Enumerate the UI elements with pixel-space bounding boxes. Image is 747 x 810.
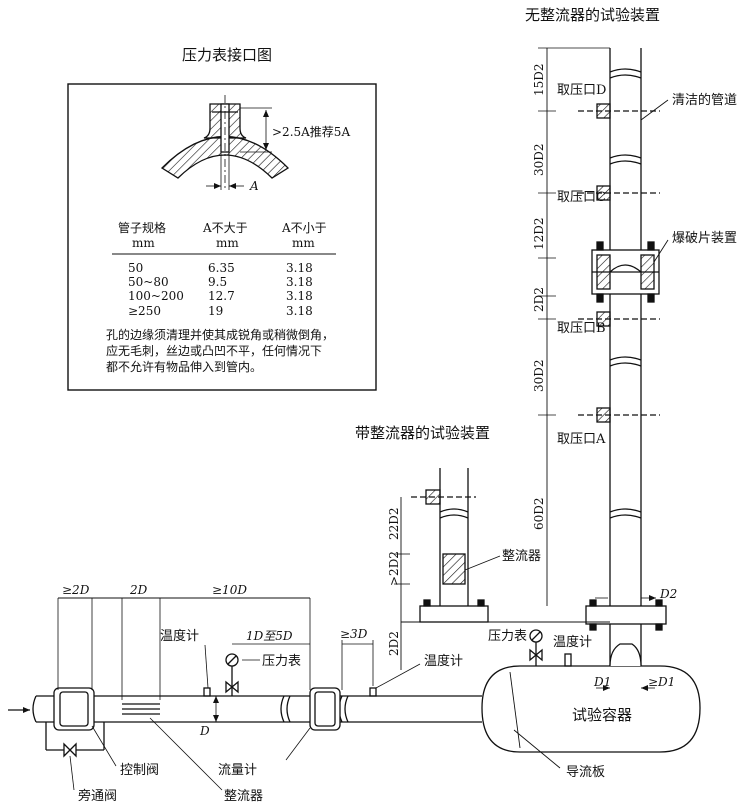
detail-note-line-2: 应无毛刺，丝边或凸凹不平，任何情况下 xyxy=(106,343,322,358)
dim-ge-d1: ≥D1 xyxy=(648,675,675,689)
label-thermometer-pipe: 温度计 xyxy=(160,628,199,644)
table-cell: 6.35 xyxy=(208,261,235,275)
title-with-straightener: 带整流器的试验装置 xyxy=(355,424,490,442)
horizontal-supply-pipe xyxy=(8,653,482,758)
label-bypass-valve: 旁通阀 xyxy=(78,788,117,804)
table-cell: 3.18 xyxy=(286,304,313,318)
dim-2d: 2D xyxy=(129,583,148,597)
label-thermometer-pipe-2: 温度计 xyxy=(424,653,463,669)
table-unit-0: mm xyxy=(132,236,155,250)
dim-d1: D1 xyxy=(593,675,611,689)
dim-d2: D2 xyxy=(659,587,677,601)
label-thermometer-vessel: 温度计 xyxy=(553,634,592,650)
table-header-2: A不小于 xyxy=(281,221,327,235)
detail-note-line-3: 都不允许有物品伸入到管内。 xyxy=(106,359,262,374)
detail-a-label: A xyxy=(249,179,259,193)
label-rupture-disc: 爆破片装置 xyxy=(672,231,737,246)
dim-d: D xyxy=(199,724,210,738)
table-unit-1: mm xyxy=(216,236,239,250)
label-test-vessel: 试验容器 xyxy=(572,706,632,724)
label-tap-a: 取压口A xyxy=(557,432,606,447)
dim-1d-to-5d: 1D至5D xyxy=(246,629,293,643)
label-control-valve: 控制阀 xyxy=(120,763,159,778)
title-no-straightener: 无整流器的试验装置 xyxy=(525,6,660,24)
detail-box xyxy=(67,83,377,391)
detail-note-line-1: 孔的边缘须清理并使其成锐角或稍微倒角， xyxy=(106,327,334,342)
dim-12d2: 12D2 xyxy=(532,217,546,250)
table-cell: 3.18 xyxy=(286,261,313,275)
table-cell: 100~200 xyxy=(128,289,184,303)
table-cell: 50~80 xyxy=(128,275,169,289)
vertical-pipe-with-straightener xyxy=(411,468,489,623)
dim-22d2: 22D2 xyxy=(387,507,401,540)
label-tap-c: 取压口C xyxy=(557,190,606,205)
dim-2d2-lower: 2D2 xyxy=(387,631,401,656)
label-baffle: 导流板 xyxy=(566,765,605,780)
table-cell: 12.7 xyxy=(208,289,235,303)
table-unit-2: mm xyxy=(292,236,315,250)
table-header-1: A不大于 xyxy=(202,221,248,235)
dim-ge3d: ≥3D xyxy=(340,627,368,641)
table-cell: 9.5 xyxy=(208,275,227,289)
label-pressure-gauge-pipe: 压力表 xyxy=(262,654,301,669)
dim-30d2-upper: 30D2 xyxy=(532,143,546,176)
dim-gt2d2: >2D2 xyxy=(387,551,401,586)
label-clean-pipe: 清洁的管道 xyxy=(672,92,737,108)
label-tap-b: 取压口B xyxy=(557,321,606,336)
label-straightener-horizontal: 整流器 xyxy=(224,789,263,804)
detail-dim-label: >2.5A推荐5A xyxy=(272,125,350,139)
table-cell: ≥250 xyxy=(128,304,161,318)
label-tap-d: 取压口D xyxy=(557,83,606,98)
label-straightener: 整流器 xyxy=(502,549,541,564)
table-cell: 50 xyxy=(128,261,143,275)
dim-30d2-lower: 30D2 xyxy=(532,359,546,392)
title-gauge-detail: 压力表接口图 xyxy=(182,46,272,64)
dim-ge10d: ≥10D xyxy=(212,583,247,597)
dim-15d2: 15D2 xyxy=(532,63,546,96)
table-cell: 3.18 xyxy=(286,275,313,289)
table-cell: 3.18 xyxy=(286,289,313,303)
label-flowmeter: 流量计 xyxy=(218,763,257,778)
dim-60d2: 60D2 xyxy=(532,497,546,530)
dim-ge2d: ≥2D xyxy=(62,583,90,597)
vertical-pipe-no-straightener xyxy=(585,48,667,666)
table-cell: 19 xyxy=(208,304,223,318)
pipe-wall-section xyxy=(160,136,290,179)
label-pressure-gauge-vessel: 压力表 xyxy=(488,629,527,644)
dim-2d2-upper: 2D2 xyxy=(532,287,546,312)
table-header-0: 管子规格 xyxy=(118,220,166,235)
